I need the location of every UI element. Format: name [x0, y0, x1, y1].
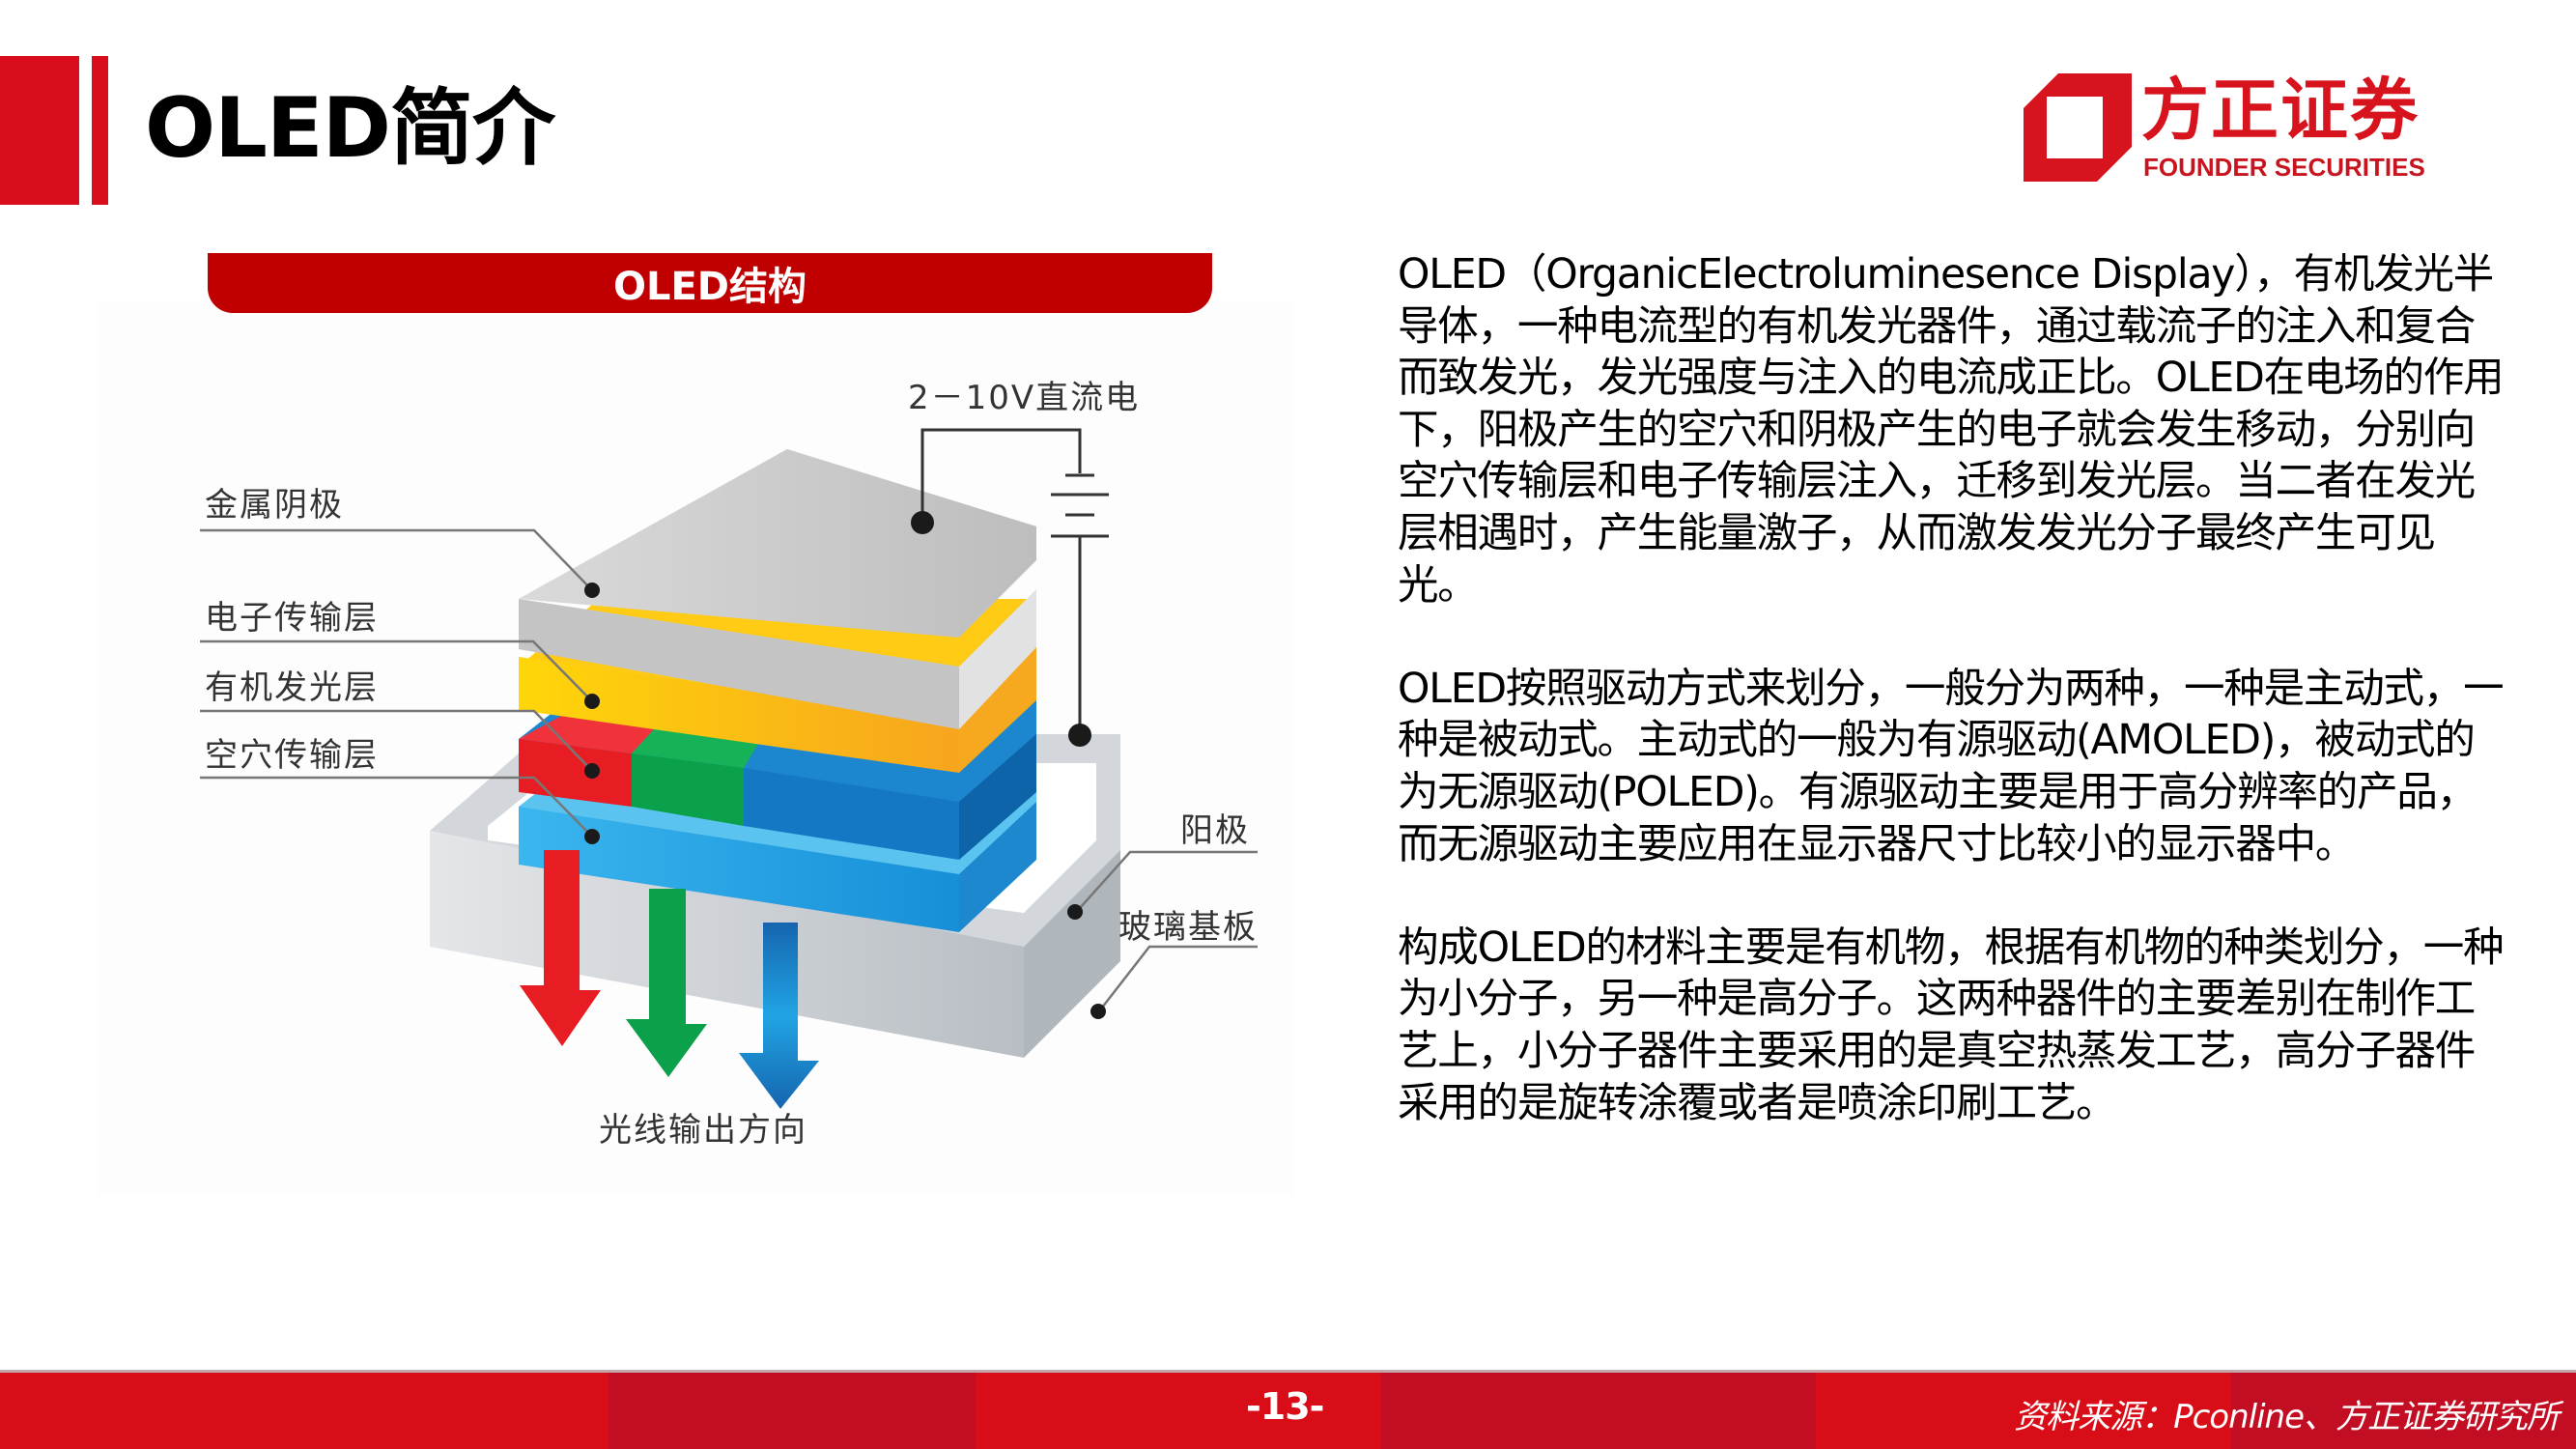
label-metal-cathode: 金属阴极	[205, 486, 344, 525]
power-source-circuit	[920, 428, 1109, 734]
oled-structure-diagram	[200, 428, 1258, 1109]
paragraph-materials: 构成OLED的材料主要是有机物，根据有机物的种类划分，一种为小分子，另一种是高分…	[1398, 923, 2505, 1127]
page-number: -13-	[1246, 1385, 1324, 1428]
label-electron-transport: 电子传输层	[205, 599, 379, 638]
power-label: 2－10V直流电	[908, 379, 1141, 417]
metal-cathode-layer	[519, 449, 1036, 729]
label-light-output: 光线输出方向	[599, 1111, 807, 1150]
figure-section-label: OLED结构	[612, 265, 807, 309]
label-glass-substrate: 玻璃基板	[1118, 908, 1258, 947]
label-organic-emissive: 有机发光层	[205, 668, 379, 707]
logo-name-cn: 方正证券	[2141, 71, 2420, 150]
figure-section-header: OLED结构	[208, 253, 1212, 313]
header-accent-bar	[0, 56, 79, 205]
footer-bar: -13- 资料来源：Pconline、方正证券研究所	[0, 1370, 2576, 1449]
light-output-arrows	[520, 850, 819, 1109]
source-note: 资料来源：Pconline、方正证券研究所	[2014, 1398, 2560, 1436]
paragraph-drive-modes: OLED按照驱动方式来划分，一般分为两种，一种是主动式，一种是被动式。主动式的一…	[1398, 665, 2505, 868]
page-title: OLED简介	[145, 80, 555, 177]
paragraph-definition: OLED（OrganicElectroluminesence Display），…	[1398, 251, 2505, 610]
founder-logo-icon	[2024, 73, 2132, 182]
logo-name-en: FOUNDER SECURITIES	[2143, 153, 2425, 182]
header-accent-bar-thin	[92, 56, 108, 205]
footer-edge	[0, 1370, 2576, 1373]
body-text: OLED（OrganicElectroluminesence Display），…	[1398, 249, 2508, 1129]
leader-lines	[200, 528, 1258, 1009]
company-logo: 方正证券 FOUNDER SECURITIES	[2024, 70, 2449, 184]
label-anode: 阳极	[1180, 811, 1250, 850]
label-hole-transport: 空穴传输层	[205, 736, 379, 775]
